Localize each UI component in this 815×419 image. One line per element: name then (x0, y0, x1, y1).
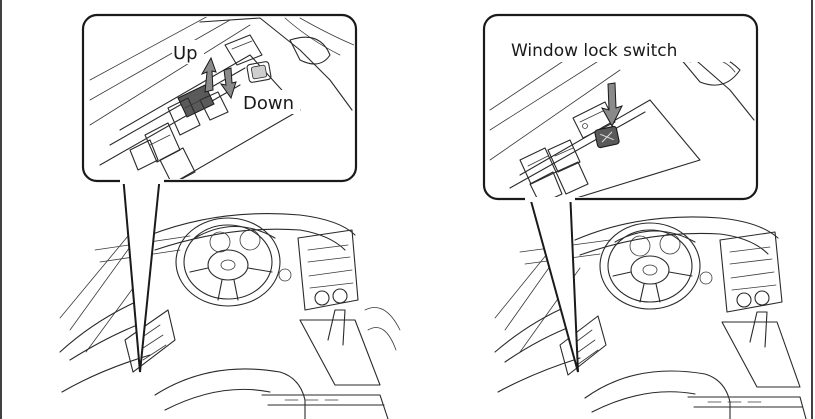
left-callout-join (120, 178, 164, 184)
label-window-lock-switch: Window lock switch (511, 41, 677, 61)
right-illustration: Window lock switch (484, 15, 806, 419)
label-down: Down (243, 93, 294, 114)
left-callout-pointer (123, 175, 160, 372)
right-car-interior (495, 217, 806, 419)
right-callout-join (525, 196, 575, 202)
left-illustration: Up Down (60, 15, 400, 419)
left-car-interior (60, 214, 400, 419)
right-callout-pointer (528, 190, 578, 372)
label-up: Up (173, 43, 198, 64)
